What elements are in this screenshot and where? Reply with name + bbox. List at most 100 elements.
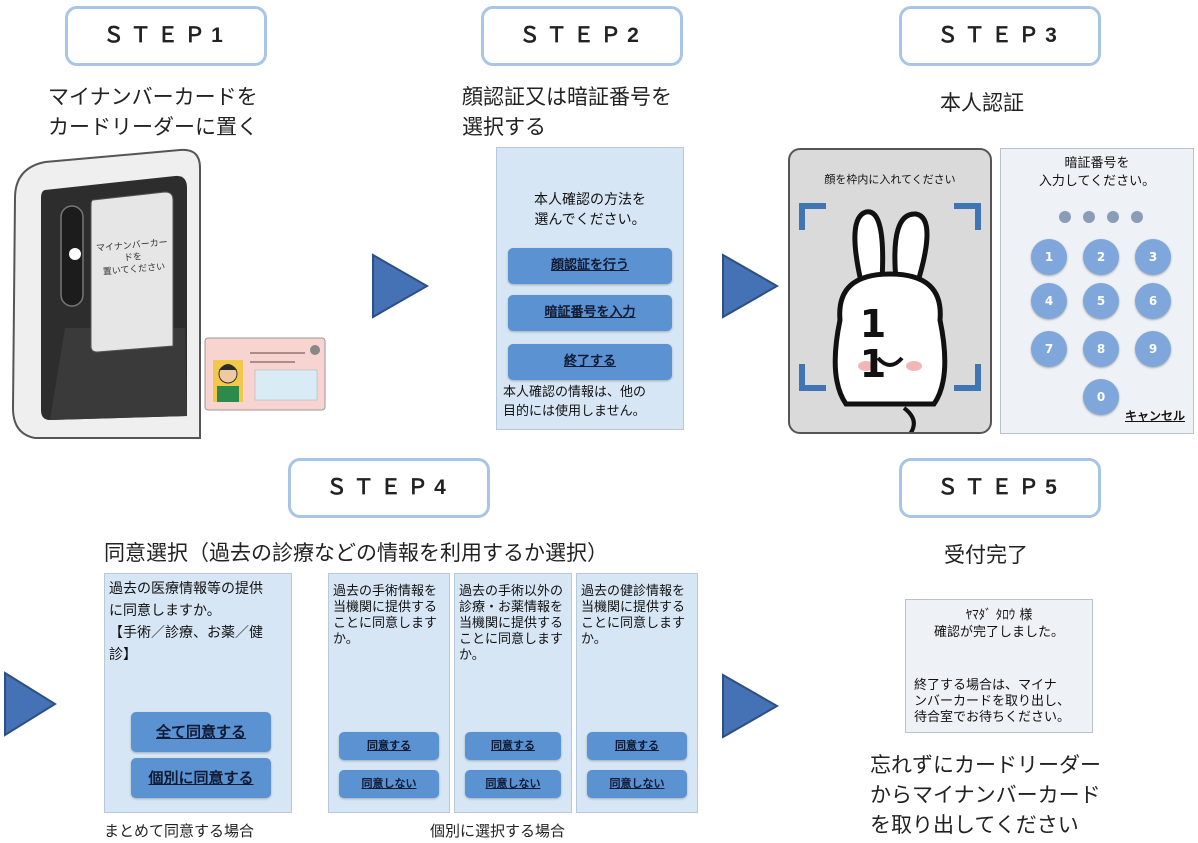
arrow-right-icon: [4, 671, 57, 737]
step3-label: ＳＴＥＰ3: [899, 6, 1101, 66]
consent-panel-line: か。: [581, 632, 607, 647]
pin-dot: [1107, 211, 1119, 223]
step1-caption-line1: マイナンバーカードを: [48, 85, 258, 109]
consent-panel-treatment: 過去の手術以外の 診療・お薬情報を 当機関に提供する ことに同意します か。 同…: [454, 573, 572, 813]
keypad-key-6[interactable]: 6: [1135, 283, 1171, 319]
reception-complete-screen: ﾔﾏﾀﾞ ﾀﾛｳ 様 確認が完了しました。 終了する場合は、マイナ ンバーカード…: [905, 599, 1093, 733]
keypad-key-8[interactable]: 8: [1083, 331, 1119, 367]
end-instructions-line1: 終了する場合は、マイナ: [914, 678, 1057, 693]
arrow-right-icon: [722, 673, 780, 739]
face-auth-screen: 顔を枠内に入れてください 1 1: [788, 148, 992, 434]
consent-panel-line: 当機関に提供する: [333, 600, 438, 615]
keypad-key-3[interactable]: 3: [1135, 239, 1171, 275]
bulk-consent-line1: 過去の医療情報等の提供: [109, 581, 263, 597]
card-reminder-line3: を取り出してください: [870, 813, 1079, 837]
cancel-link[interactable]: キャンセル: [1125, 409, 1186, 423]
keypad-key-2[interactable]: 2: [1083, 239, 1119, 275]
pin-prompt: 暗証番号を 入力してください。: [1001, 155, 1193, 191]
agree-button[interactable]: 同意する: [465, 732, 561, 760]
bulk-consent-text: 過去の医療情報等の提供 に同意しますか。 【手術／診療、お薬／健 診】: [109, 578, 291, 666]
consent-panel-line: ことに同意します: [581, 616, 686, 631]
keypad-key-4[interactable]: 4: [1031, 283, 1067, 319]
consent-panel-line: 当機関に提供する: [581, 600, 686, 615]
step2-caption-line1: 顔認証又は暗証番号を: [462, 85, 672, 109]
step4-caption: 同意選択（過去の診療などの情報を利用するか選択）: [104, 541, 608, 565]
pin-dot: [1059, 211, 1071, 223]
card-reader-illustration: [11, 148, 326, 439]
consent-panel-checkup: 過去の健診情報を 当機関に提供する ことに同意します か。 同意する 同意しない: [576, 573, 698, 813]
pin-prompt-line1: 暗証番号を: [1064, 156, 1130, 171]
step1-caption: マイナンバーカードを カードリーダーに置く: [48, 82, 288, 142]
rabbit-mascot-icon: [832, 209, 948, 432]
finish-button[interactable]: 終了する: [508, 344, 672, 380]
consent-panel-text: 過去の手術以外の 診療・お薬情報を 当機関に提供する ことに同意します か。: [459, 584, 573, 664]
bulk-consent-line4: 診】: [109, 647, 137, 663]
consent-panel-text: 過去の健診情報を 当機関に提供する ことに同意します か。: [581, 584, 699, 648]
disagree-button[interactable]: 同意しない: [465, 770, 561, 798]
mascot-eyes-text: 1 1: [859, 302, 921, 386]
method-prompt: 本人確認の方法を 選んでください。: [497, 190, 683, 230]
end-instructions-line2: ンバーカードを取り出し、: [914, 694, 1071, 709]
consent-panel-line: 過去の手術以外の: [459, 584, 564, 599]
end-instructions: 終了する場合は、マイナ ンバーカードを取り出し、 待合室でお待ちください。: [914, 678, 1092, 726]
pin-dot: [1083, 211, 1095, 223]
pin-dot: [1131, 211, 1143, 223]
keypad-key-1[interactable]: 1: [1031, 239, 1067, 275]
consent-panel-line: 当機関に提供する: [459, 616, 564, 631]
individual-consent-caption: 個別に選択する場合: [430, 822, 566, 840]
arrow-right-icon: [372, 253, 430, 319]
step5-caption: 受付完了: [944, 543, 1028, 567]
keypad-key-5[interactable]: 5: [1083, 283, 1119, 319]
consent-panel-line: か。: [333, 632, 359, 647]
step1-caption-line2: カードリーダーに置く: [48, 115, 258, 139]
method-select-screen: 本人確認の方法を 選んでください。 顔認証を行う 暗証番号を入力 終了する 本人…: [496, 147, 684, 430]
bulk-consent-screen: 過去の医療情報等の提供 に同意しますか。 【手術／診療、お薬／健 診】 全て同意…: [104, 573, 292, 813]
disagree-button[interactable]: 同意しない: [339, 770, 439, 798]
face-frame-corners-icon: [799, 203, 981, 391]
bulk-consent-line3: 【手術／診療、お薬／健: [109, 625, 263, 641]
consent-panel-line: か。: [459, 648, 485, 663]
step5-label: ＳＴＥＰ5: [899, 458, 1101, 518]
disagree-button[interactable]: 同意しない: [587, 770, 687, 798]
card-reminder-line1: 忘れずにカードリーダー: [870, 753, 1101, 777]
pin-entry-button[interactable]: 暗証番号を入力: [508, 295, 672, 331]
agree-all-button[interactable]: 全て同意する: [131, 712, 271, 752]
step1-label: ＳＴＥＰ1: [65, 6, 267, 66]
consent-panel-text: 過去の手術情報を 当機関に提供する ことに同意します か。: [333, 584, 451, 648]
step3-caption: 本人認証: [940, 91, 1024, 115]
card-reminder: 忘れずにカードリーダー からマイナンバーカード を取り出してください: [870, 750, 1170, 840]
step2-label: ＳＴＥＰ2: [481, 6, 683, 66]
keypad-key-0[interactable]: 0: [1083, 379, 1119, 415]
keypad-key-9[interactable]: 9: [1135, 331, 1171, 367]
patient-name: ﾔﾏﾀﾞ ﾀﾛｳ 様: [965, 608, 1033, 623]
face-auth-button[interactable]: 顔認証を行う: [508, 248, 672, 284]
privacy-note-line1: 本人確認の情報は、他の: [503, 385, 647, 400]
privacy-note-line2: 目的には使用しません。: [503, 404, 646, 419]
step2-caption: 顔認証又は暗証番号を 選択する: [462, 82, 722, 142]
consent-panel-line: ことに同意します: [333, 616, 438, 631]
consent-panel-line: 診療・お薬情報を: [459, 600, 564, 615]
consent-panel-line: 過去の健診情報を: [581, 584, 686, 599]
agree-button[interactable]: 同意する: [339, 732, 439, 760]
arrow-right-icon: [722, 253, 780, 319]
end-instructions-line3: 待合室でお待ちください。: [914, 710, 1071, 725]
consent-panel-line: 過去の手術情報を: [333, 584, 438, 599]
pin-entry-screen: 暗証番号を 入力してください。 1 2 3 4 5 6 7 8 9 0 キャンセ…: [1000, 148, 1194, 434]
consent-panel-surgery: 過去の手術情報を 当機関に提供する ことに同意します か。 同意する 同意しない: [328, 573, 450, 813]
card-reminder-line2: からマイナンバーカード: [870, 783, 1101, 807]
reader-screen-text: マイナンバーカードを 置いてください: [95, 237, 172, 279]
agree-button[interactable]: 同意する: [587, 732, 687, 760]
keypad-key-7[interactable]: 7: [1031, 331, 1067, 367]
method-prompt-line2: 選んでください。: [534, 212, 646, 228]
step2-caption-line2: 選択する: [462, 115, 546, 139]
confirm-message: 確認が完了しました。: [933, 625, 1064, 640]
pin-prompt-line2: 入力してください。: [1038, 174, 1156, 189]
consent-panel-line: ことに同意します: [459, 632, 564, 647]
agree-individually-button[interactable]: 個別に同意する: [131, 758, 271, 798]
privacy-note: 本人確認の情報は、他の 目的には使用しません。: [503, 383, 683, 421]
bulk-consent-caption: まとめて同意する場合: [104, 822, 255, 840]
step4-label: ＳＴＥＰ4: [288, 458, 490, 518]
bulk-consent-line2: に同意しますか。: [109, 603, 221, 619]
face-prompt: 顔を枠内に入れてください: [824, 173, 956, 186]
method-prompt-line1: 本人確認の方法を: [534, 192, 646, 208]
